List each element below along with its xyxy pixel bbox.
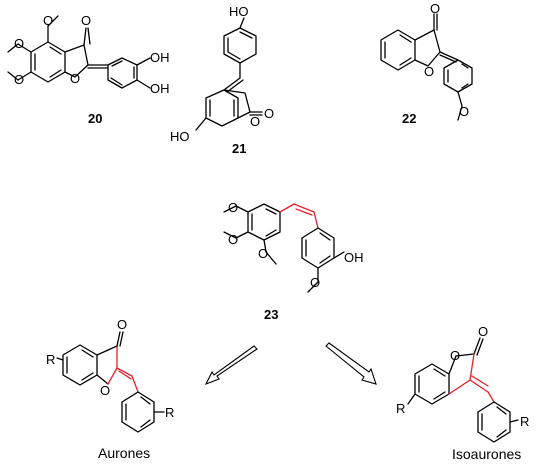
atom-ho-21a: HO: [229, 4, 249, 19]
atom-o-ring-isoaurones: O: [450, 348, 460, 363]
atom-o-carbonyl-22: O: [430, 1, 440, 16]
atom-o-ring-20: O: [70, 71, 80, 86]
substituent-r-isoaurones-a: R: [396, 401, 405, 416]
atom-oh-20b: OH: [150, 81, 170, 96]
arrow-to-isoaurones: [325, 342, 377, 385]
atom-o-methoxy-20c: O: [14, 72, 24, 87]
caption-isoaurones: Isoaurones: [452, 446, 521, 462]
atom-ho-21b: HO: [170, 129, 190, 144]
atom-o-ring-21: O: [250, 114, 260, 129]
atom-o-methoxy-23d: O: [310, 275, 320, 290]
structure-compound-21: HO O O HO 21: [170, 4, 274, 156]
structure-compound-22: O O O 22: [380, 1, 473, 126]
atom-oh-20a: OH: [150, 50, 170, 65]
compound-label-22: 22: [402, 111, 416, 126]
structure-aurones: O O R R Aurones: [46, 317, 174, 461]
atom-o-ring-22: O: [424, 64, 434, 79]
substituent-r-aurones-a: R: [46, 352, 55, 367]
atom-o-methoxy-23a: O: [228, 200, 238, 215]
structure-isoaurones: O O R R Isoaurones: [396, 324, 529, 462]
atom-o-methoxy-22: O: [459, 104, 469, 119]
compound-label-20: 20: [88, 111, 102, 126]
atom-o-carbonyl-aurones: O: [117, 317, 127, 332]
atom-oh-23: OH: [344, 250, 364, 265]
arrow-to-aurones: [204, 345, 258, 386]
substituent-r-isoaurones-b: R: [520, 414, 529, 429]
caption-aurones: Aurones: [98, 445, 150, 461]
compound-label-23: 23: [264, 307, 278, 322]
structure-compound-23: O O O OH O 23: [223, 200, 364, 322]
substituent-r-aurones-b: R: [165, 405, 174, 420]
compound-label-21: 21: [232, 141, 246, 156]
atom-o-ring-aurones: O: [100, 383, 110, 398]
atom-o-carbonyl-21: O: [264, 106, 274, 121]
atom-o-carbonyl-20: O: [81, 13, 91, 28]
structure-compound-20: O O O O O OH OH 20: [7, 13, 170, 126]
atom-o-methoxy-23b: O: [228, 232, 238, 247]
atom-o-methoxy-20a: O: [43, 13, 53, 28]
atom-o-methoxy-20b: O: [14, 36, 24, 51]
atom-o-methoxy-23c: O: [258, 246, 268, 261]
atom-o-carbonyl-isoaurones: O: [478, 324, 488, 339]
